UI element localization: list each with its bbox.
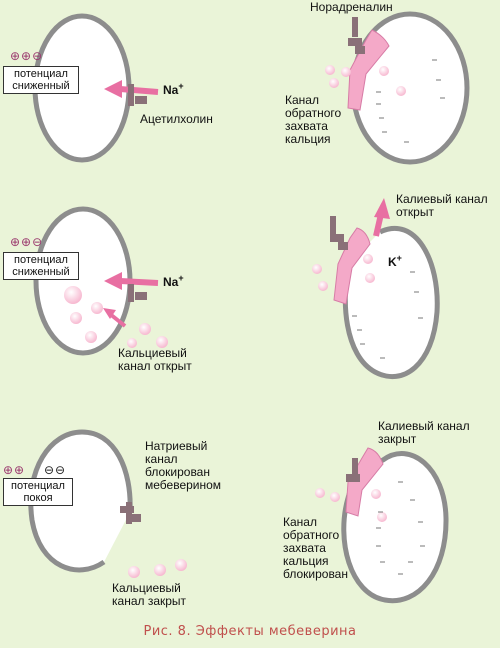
charge-signs-negative: ⊖⊖ [44,463,67,477]
negative-charges [376,59,445,143]
blocked-na-receptor [120,502,141,524]
calcium-influx-arrowhead [103,308,116,319]
acetylcholine-receptor [128,84,147,106]
charge-signs: ⊕⊕⊖ [10,49,44,63]
panel-2 [33,206,168,356]
calcium-reuptake-blocked-label: Канал обратного захвата кальция блокиров… [283,515,348,581]
na-influx-arrow [119,278,159,286]
panel-5 [312,198,440,379]
calcium-channel-open-label: Кальциевый канал открыт [118,346,192,373]
calcium-ions [312,254,375,291]
panel-3 [28,429,187,578]
panel-4 [325,11,470,165]
receptor [346,458,360,482]
potential-state-label: потенциал сниженный [3,252,79,280]
calcium-reuptake-channel [347,29,390,111]
potassium-channel-closed-label: Калиевый канал закрыт [378,419,470,446]
cell-membrane [342,225,440,379]
potassium-efflux-arrowhead [374,198,390,219]
potential-state-label: потенциал покоя [3,478,73,506]
noradrenaline-receptor [348,17,365,54]
cell-membrane [28,429,133,573]
sodium-ion-label: Na+ [163,273,184,289]
figure-caption: Рис. 8. Эффекты мебеверина [143,624,357,639]
potential-state-label: потенциал сниженный [3,66,79,94]
blocked-calcium-channel [345,447,384,517]
receptor [330,216,348,250]
calcium-reuptake-channel [333,227,371,305]
calcium-ions-outside [128,559,187,578]
potassium-channel-open-label: Калиевый канал открыт [396,192,488,219]
potassium-ion-label: K+ [388,253,402,269]
panel-6 [315,447,449,604]
calcium-reuptake-channel-label: Канал обратного захвата кальция [285,93,342,146]
calcium-ions [325,65,406,96]
calcium-ions [64,286,168,348]
sodium-channel-blocked-label: Натриевый канал блокирован мебеверином [145,439,222,492]
calcium-channel-closed-label: Кальциевый канал закрыт [112,581,187,608]
na-influx-arrow [119,86,159,95]
calcium-ions [315,488,387,522]
negative-charges [352,271,423,359]
charge-signs: ⊕⊕⊖ [10,235,44,249]
noradrenaline-label: Норадреналин [310,0,393,14]
na-influx-arrowhead [104,80,122,98]
calcium-influx-arrow [108,312,127,328]
sodium-ion-label: Na+ [163,81,184,97]
negative-charges [376,481,425,575]
na-influx-arrowhead [104,272,122,290]
panel-1 [32,13,159,163]
receptor [128,284,147,302]
charge-signs-positive: ⊕⊕ [3,463,26,477]
acetylcholine-label: Ацетилхолин [140,112,213,126]
